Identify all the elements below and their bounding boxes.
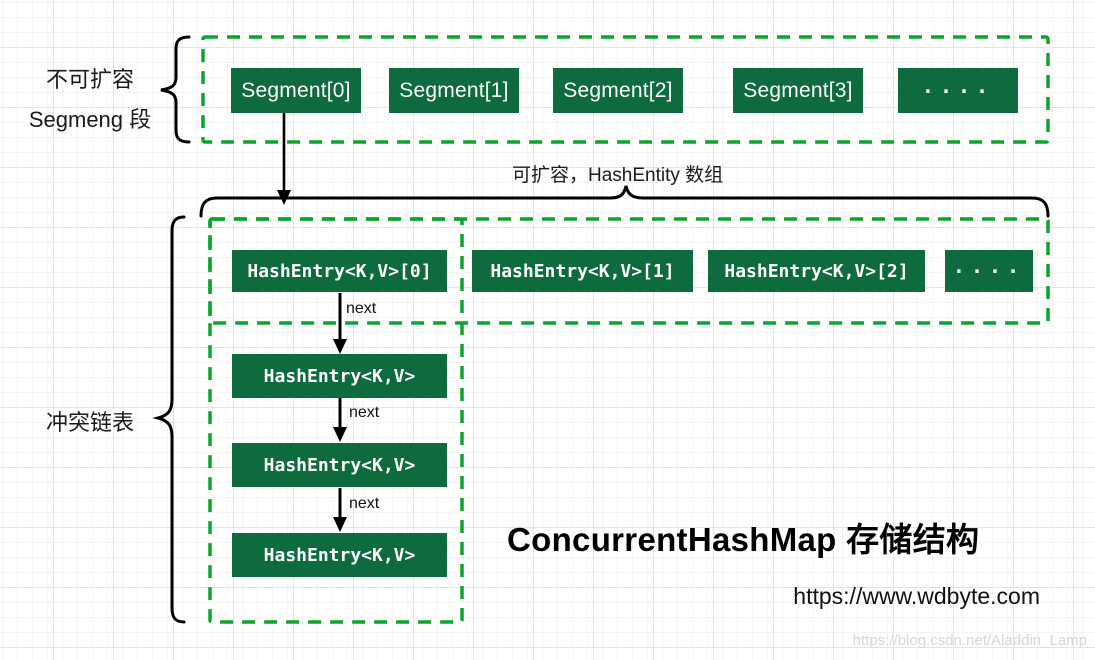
next-arrowhead-2 [333, 427, 347, 442]
hashentry-ellipsis-text: .... [952, 254, 1026, 278]
hashentry-array-brace [199, 185, 1050, 218]
hashentry-box-ellipsis: .... [945, 250, 1033, 292]
next-label-2: next [349, 404, 380, 421]
hashentry-box-2: HashEntry<K,V>[2] [708, 250, 925, 292]
next-label-3: next [349, 495, 380, 512]
segment-group-label-line1: 不可扩容 [45, 67, 134, 92]
next-label-1: next [346, 300, 377, 317]
chain-node-3: HashEntry<K,V> [232, 533, 447, 577]
segment-box-3: Segment[3] [733, 68, 863, 113]
segment-group-brace [160, 35, 191, 144]
collision-chain-brace [152, 215, 186, 624]
chain-node-1: HashEntry<K,V> [232, 354, 447, 398]
site-url: https://www.wdbyte.com [793, 583, 1040, 609]
next-arrowhead-1 [333, 339, 347, 354]
csdn-watermark: https://blog.csdn.net/Aladdin_Lamp [852, 632, 1087, 649]
segment-ellipsis-text: .... [921, 73, 995, 98]
hashentry-box-0: HashEntry<K,V>[0] [232, 250, 447, 292]
chain-node-2: HashEntry<K,V> [232, 443, 447, 487]
expandable-array-label: 可扩容，HashEntity 数组 [512, 165, 724, 186]
segment-group-label-line2: Segmeng 段 [28, 107, 152, 132]
segment-box-0: Segment[0] [231, 68, 361, 113]
segment-box-ellipsis: .... [898, 68, 1018, 113]
hashentry-box-1: HashEntry<K,V>[1] [472, 250, 693, 292]
segment-box-2: Segment[2] [553, 68, 683, 113]
diagram-title: ConcurrentHashMap 存储结构 [507, 521, 980, 558]
segment0-pointer-arrowhead [277, 190, 291, 205]
collision-chain-label: 冲突链表 [45, 410, 134, 435]
next-arrowhead-3 [333, 517, 347, 532]
segment-box-1: Segment[1] [389, 68, 519, 113]
